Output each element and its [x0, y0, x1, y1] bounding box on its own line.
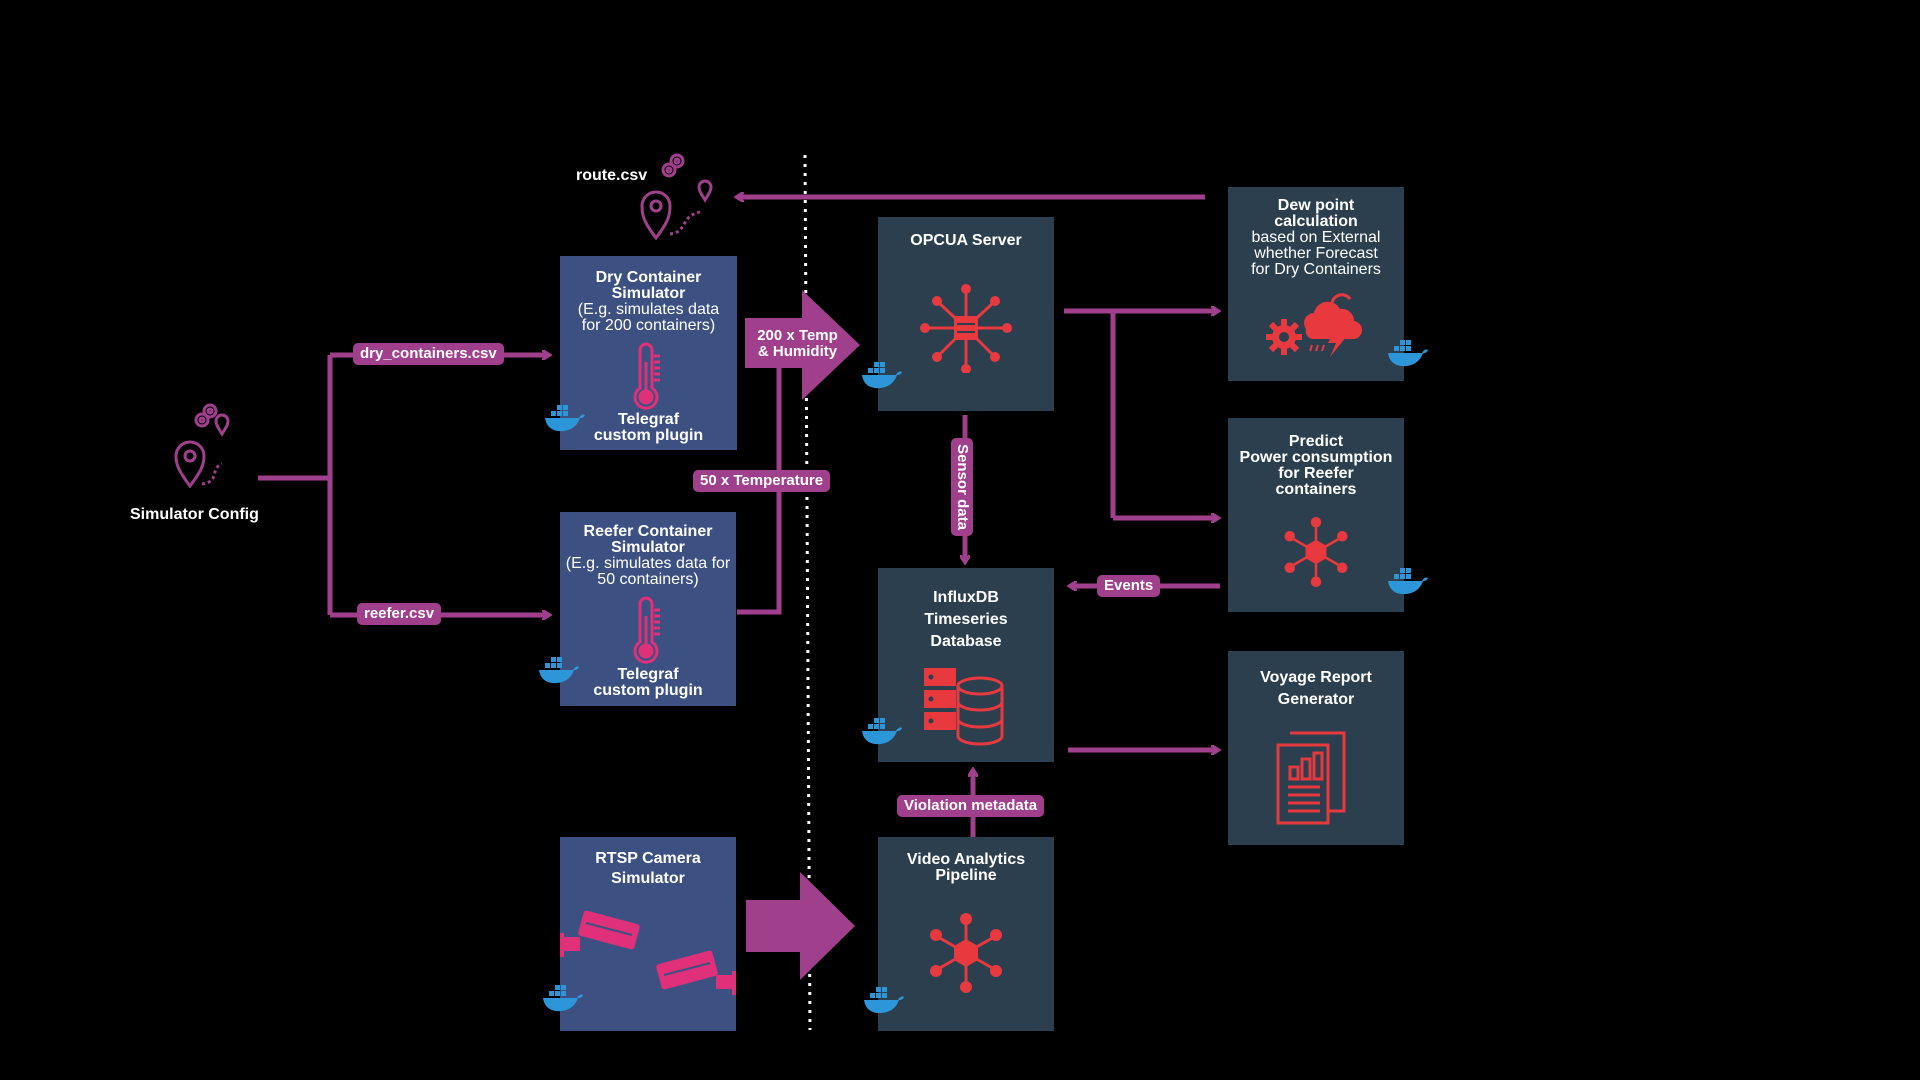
- video-analytics-box: Video Analytics Pipeline: [878, 837, 1054, 1031]
- reefer-sub-line1: (E.g. simulates data for: [565, 555, 731, 572]
- influx-title-line2: Timeseries: [924, 611, 1008, 628]
- opcua-title: OPCUA Server: [910, 232, 1022, 249]
- dry-sub-line2: for 200 containers): [581, 317, 716, 334]
- weather-icon: [1264, 293, 1368, 363]
- network-hub-icon: [1279, 517, 1353, 591]
- docker-icon: [1386, 566, 1428, 601]
- dry-sub-line1: (E.g. simulates data: [577, 301, 720, 318]
- sensor-data-text: Sensor data: [954, 444, 971, 530]
- thermometer-icon: [630, 596, 670, 670]
- temperature-pill: 50 x Temperature: [693, 470, 831, 492]
- route-csv-label: route.csv: [576, 167, 648, 184]
- predict-power-box: Predict Power consumption for Reefer con…: [1228, 418, 1404, 612]
- database-icon: [924, 668, 1008, 752]
- reefer-footer-line2: custom plugin: [593, 682, 703, 699]
- reefer-csv-pill: reefer.csv: [357, 603, 442, 625]
- influxdb-box: InfluxDB Timeseries Database: [878, 568, 1054, 762]
- influx-title-line1: InfluxDB: [933, 589, 999, 606]
- reefer-title-line2: Simulator: [611, 539, 685, 556]
- power-title-line3: for Reefer: [1278, 465, 1354, 482]
- dry-csv-pill: dry_containers.csv: [353, 343, 504, 365]
- big-arrow-label: 200 x Temp & Humidity: [750, 328, 845, 360]
- rtsp-camera-simulator-box: RTSP Camera Simulator: [560, 837, 736, 1031]
- voyage-report-box: Voyage Report Generator: [1228, 651, 1404, 845]
- rtsp-title-line2: Simulator: [611, 870, 685, 887]
- events-pill: Events: [1097, 575, 1161, 597]
- docker-icon: [860, 716, 902, 751]
- dew-title-line2: calculation: [1274, 213, 1358, 230]
- reefer-sub-line2: 50 containers): [597, 571, 699, 588]
- dew-point-box: Dew point calculation based on External …: [1228, 187, 1404, 381]
- docker-icon: [537, 655, 579, 690]
- video-title-line1: Video Analytics: [906, 851, 1026, 868]
- reefer-footer-line1: Telegraf: [617, 666, 679, 683]
- dry-container-simulator-box: Dry Container Simulator (E.g. simulates …: [560, 256, 737, 450]
- influx-title-line3: Database: [930, 633, 1002, 650]
- reefer-container-simulator-box: Reefer Container Simulator (E.g. simulat…: [560, 512, 736, 706]
- rtsp-title-line1: RTSP Camera: [595, 850, 701, 867]
- dew-sub-line3: for Dry Containers: [1251, 261, 1381, 278]
- dry-footer-line2: custom plugin: [593, 427, 704, 444]
- voyage-title-line1: Voyage Report: [1260, 669, 1372, 686]
- network-hub-icon: [924, 913, 1008, 997]
- network-hub-icon: [919, 283, 1013, 377]
- camera-icon: [656, 949, 736, 1013]
- video-title-line2: Pipeline: [935, 867, 997, 884]
- reefer-title-line1: Reefer Container: [583, 523, 713, 540]
- sensor-data-pill: Sensor data: [951, 438, 973, 536]
- docker-icon: [862, 985, 904, 1020]
- reefer-output-line: [737, 366, 782, 615]
- docker-icon: [541, 983, 583, 1018]
- violation-metadata-pill: Violation metadata: [897, 795, 1045, 817]
- dew-sub-line2: whether Forecast: [1254, 245, 1378, 262]
- big-arrow-label-line1: 200 x Temp: [757, 327, 838, 344]
- power-title-line1: Predict: [1288, 433, 1344, 450]
- report-icon: [1276, 731, 1360, 829]
- route-icon: [170, 398, 260, 493]
- dry-title-line1: Dry Container: [595, 269, 702, 286]
- voyage-title-line2: Generator: [1277, 691, 1355, 708]
- power-title-line2: Power consumption: [1239, 449, 1393, 466]
- dew-title-line1: Dew point: [1277, 197, 1355, 214]
- opcua-server-box: OPCUA Server: [878, 217, 1054, 411]
- thermometer-icon: [630, 342, 670, 416]
- docker-icon: [860, 360, 902, 395]
- docker-icon: [543, 403, 585, 438]
- dry-title-line2: Simulator: [611, 285, 686, 302]
- big-arrow-video: [746, 872, 855, 980]
- power-title-line4: containers: [1275, 481, 1357, 498]
- simulator-config-label: Simulator Config: [130, 506, 259, 523]
- big-arrow-temp: [745, 290, 860, 400]
- big-arrow-label-line2: & Humidity: [757, 343, 838, 360]
- dew-sub-line1: based on External: [1251, 229, 1381, 246]
- camera-icon: [560, 907, 640, 971]
- route-csv-icon: [632, 150, 722, 245]
- dry-footer-line1: Telegraf: [617, 411, 680, 428]
- docker-icon: [1386, 338, 1428, 373]
